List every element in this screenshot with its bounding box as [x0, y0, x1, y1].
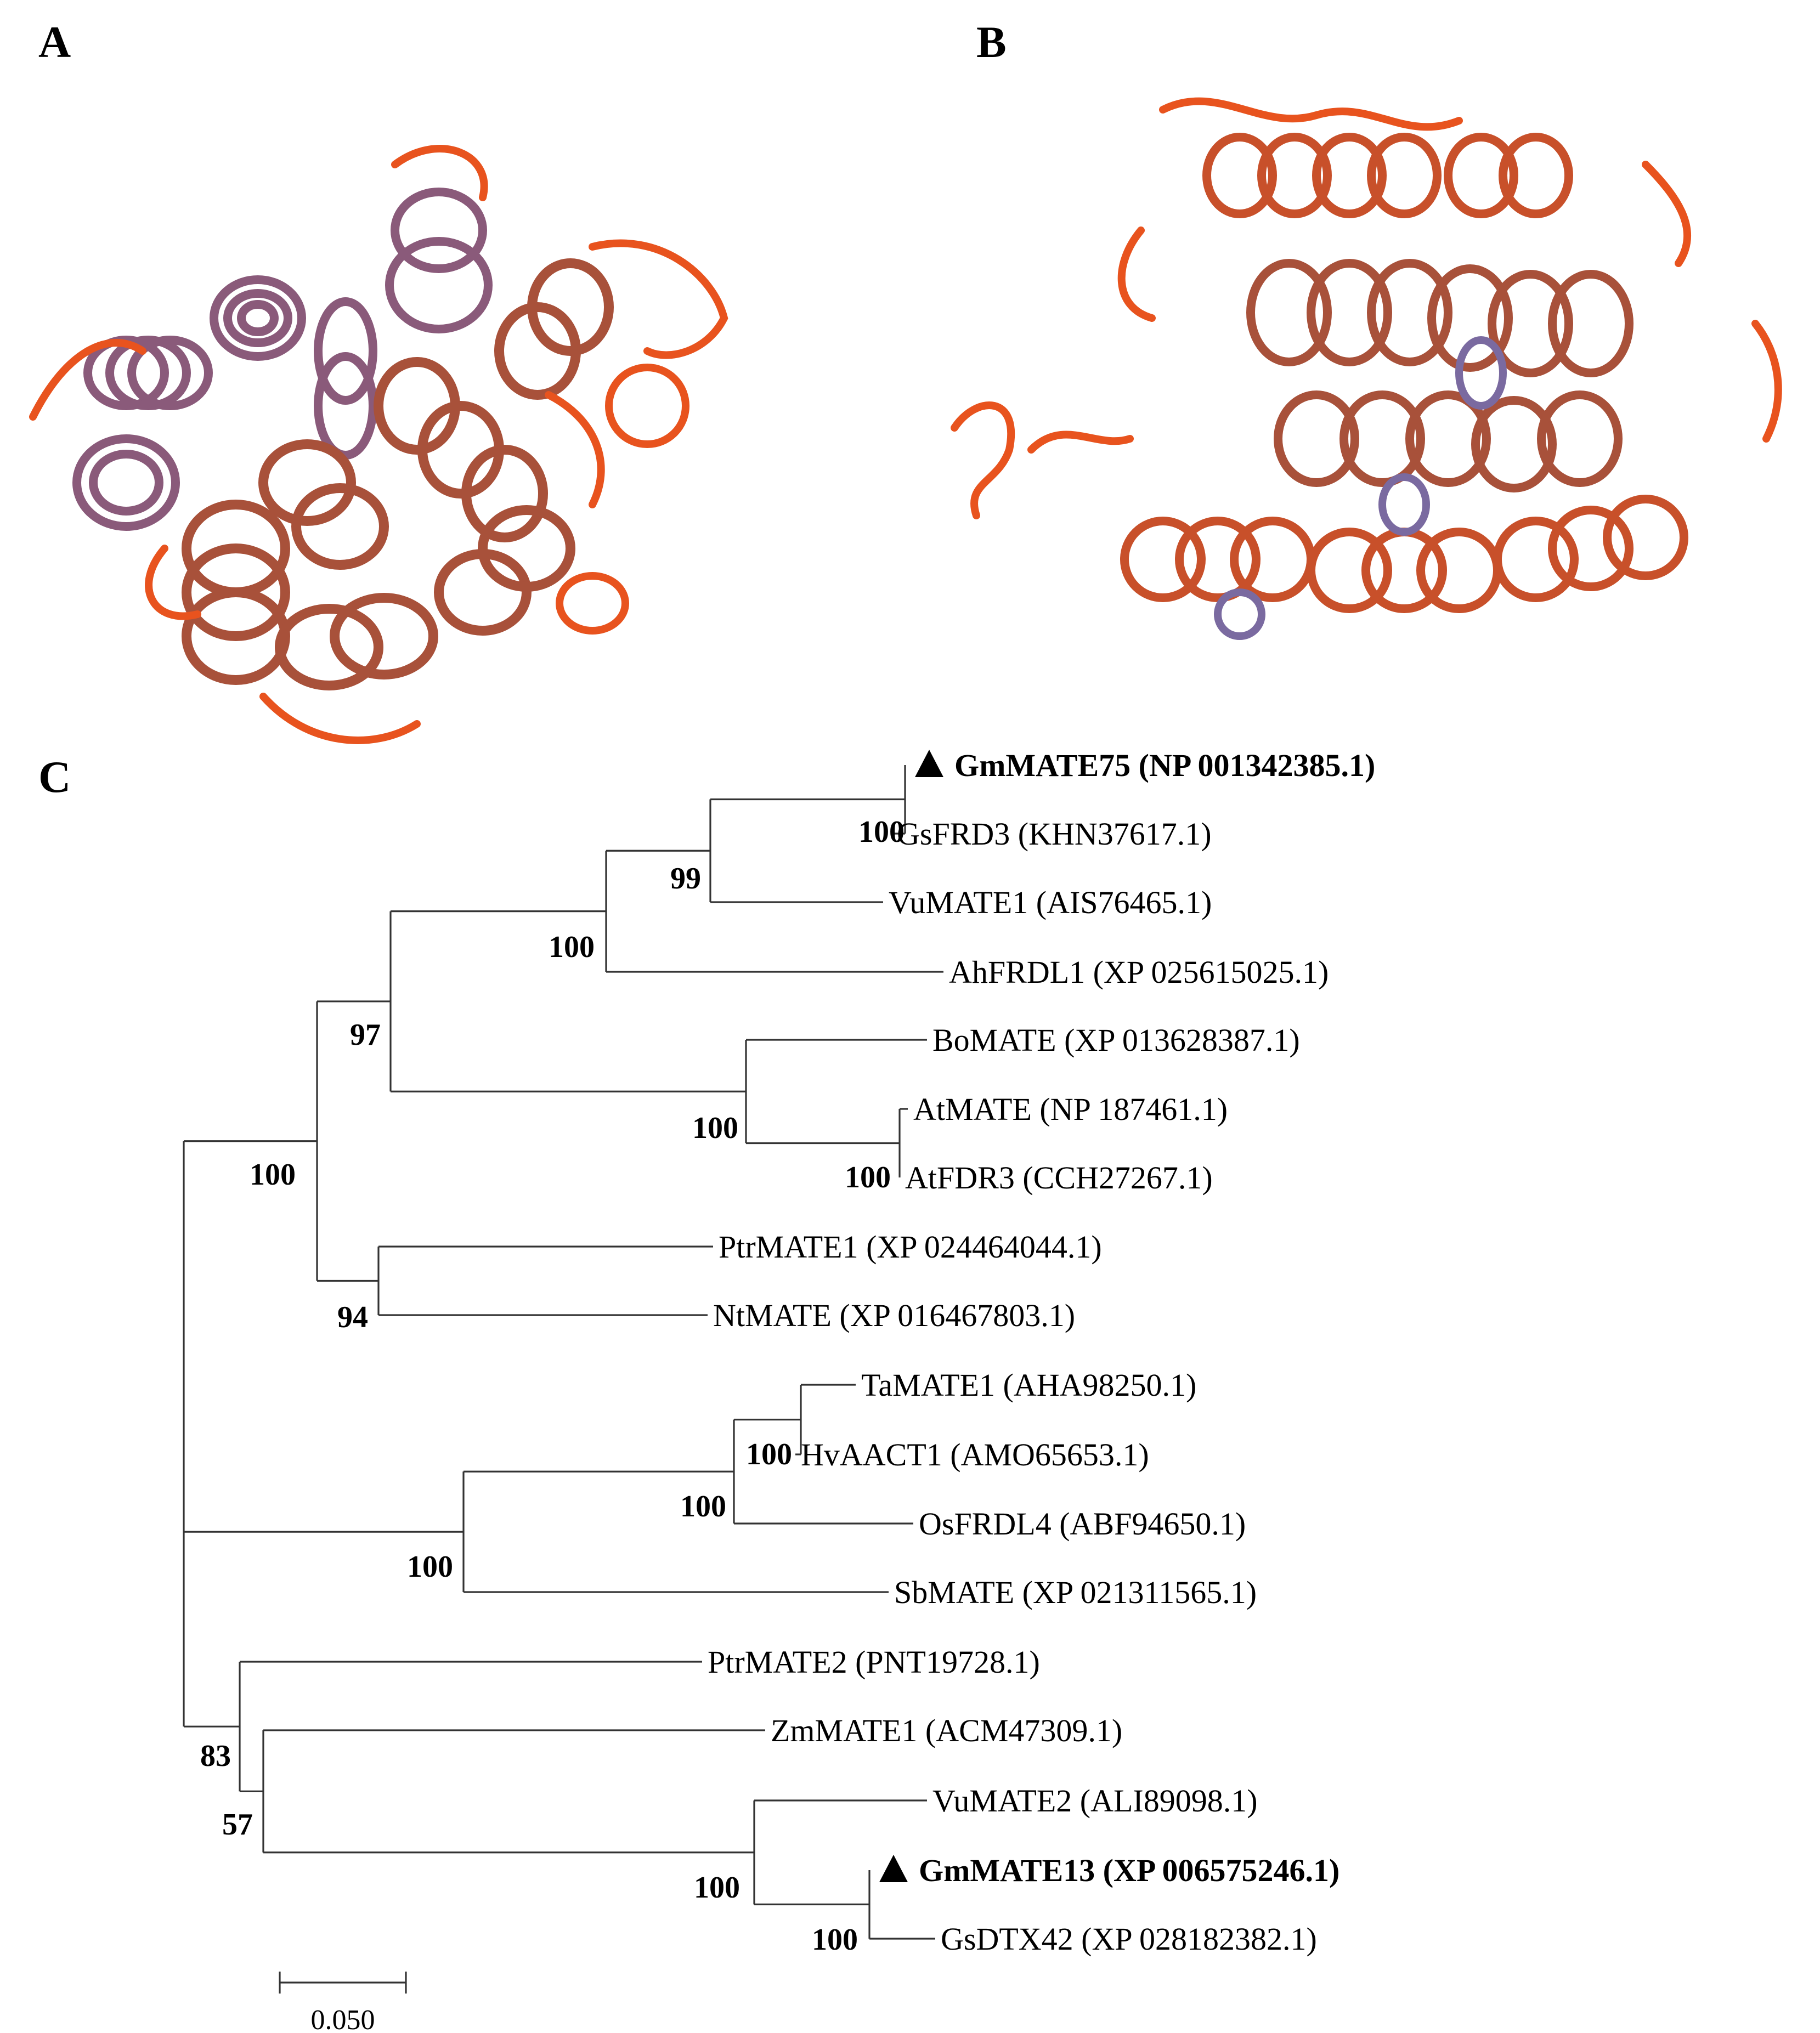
panel-label-b: B [976, 17, 1007, 67]
triangle-marker-icon [915, 750, 943, 777]
tip-label-ntmate: NtMATE (XP 016467803.1) [713, 1298, 1075, 1333]
bootstrap-value: 100 [692, 1111, 738, 1145]
tip-label-ahfrdl1: AhFRDL1 (XP 025615025.1) [949, 954, 1329, 990]
tip-label-atfdr3: AtFDR3 (CCH27267.1) [905, 1160, 1213, 1196]
tip-label-gmmate13: GmMATE13 (XP 006575246.1) [919, 1853, 1339, 1888]
tip-label-gsfrd3: GsFRD3 (KHN37617.1) [897, 816, 1212, 852]
bootstrap-value: 100 [858, 815, 905, 849]
bootstrap-value: 100 [845, 1160, 891, 1194]
tip-label-zmmate1: ZmMATE1 (ACM47309.1) [771, 1713, 1122, 1748]
tip-label-bomate: BoMATE (XP 013628387.1) [932, 1022, 1300, 1058]
bootstrap-value: 100 [694, 1871, 740, 1905]
tip-label-gmmate75: GmMATE75 (NP 001342385.1) [954, 747, 1375, 783]
tip-label-hvaact1: HvAACT1 (AMO65653.1) [801, 1437, 1149, 1473]
tip-label-gsdtx42: GsDTX42 (XP 028182382.1) [941, 1921, 1317, 1957]
tip-label-osfrdl4: OsFRDL4 (ABF94650.1) [919, 1506, 1246, 1542]
tip-label-atmate: AtMATE (NP 187461.1) [913, 1091, 1228, 1127]
panel-label-a: A [38, 17, 71, 67]
tip-label-vumate1: VuMATE1 (AIS76465.1) [889, 885, 1212, 920]
bootstrap-value: 94 [337, 1300, 368, 1334]
panel-label-c: C [38, 752, 71, 802]
protein-structure-b [951, 97, 1782, 640]
bootstrap-value: 99 [670, 862, 701, 896]
tip-label-tamate1: TaMATE1 (AHA98250.1) [861, 1367, 1196, 1403]
tip-label-ptrmate2: PtrMATE2 (PNT19728.1) [708, 1644, 1040, 1680]
bootstrap-value: 100 [549, 930, 595, 964]
bootstrap-value: 100 [746, 1437, 792, 1471]
bootstrap-value: 57 [222, 1808, 253, 1842]
scale-bar-label: 0.050 [311, 2004, 375, 2033]
bootstrap-value: 97 [350, 1018, 381, 1052]
protein-structure-a [29, 145, 728, 744]
bootstrap-value: 100 [812, 1923, 858, 1957]
bootstrap-value: 83 [200, 1739, 231, 1773]
bootstrap-value: 100 [407, 1550, 453, 1584]
tip-label-sbmate: SbMATE (XP 021311565.1) [894, 1575, 1257, 1610]
bootstrap-value: 100 [680, 1490, 726, 1524]
bootstrap-value: 100 [250, 1158, 296, 1192]
tip-label-ptrmate1: PtrMATE1 (XP 024464044.1) [719, 1229, 1102, 1265]
triangle-marker-icon [879, 1855, 908, 1882]
tip-label-vumate2: VuMATE2 (ALI89098.1) [932, 1783, 1258, 1819]
